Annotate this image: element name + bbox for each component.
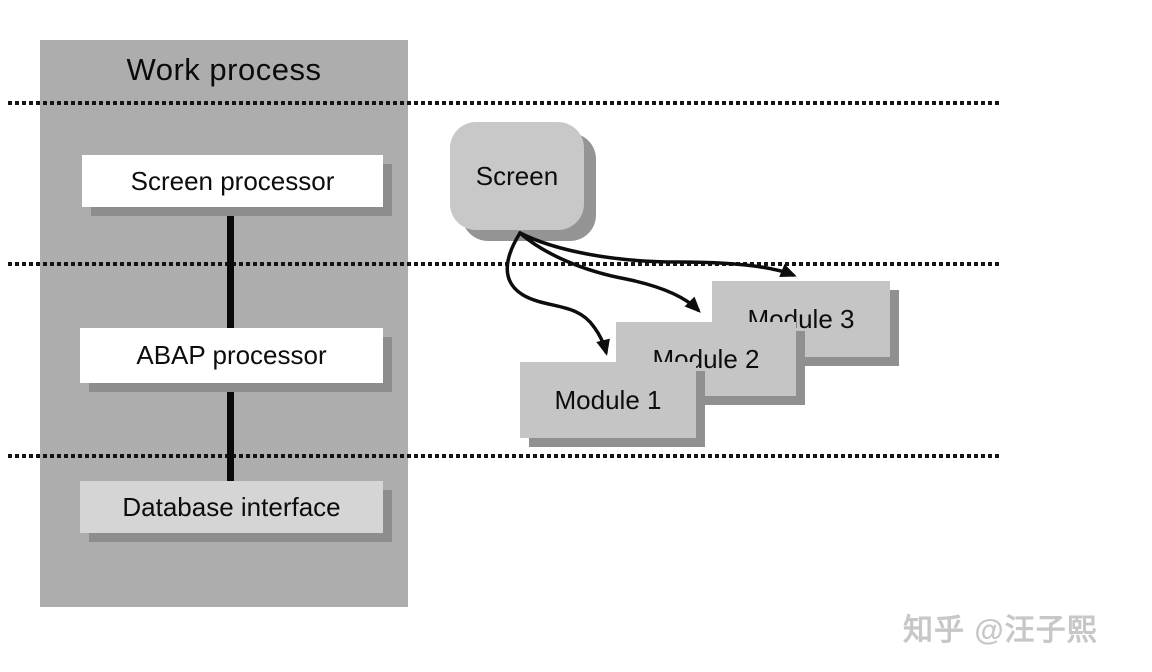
abap-processor-label: ABAP processor	[136, 340, 327, 370]
separator-line-middle	[8, 262, 1000, 266]
database-interface-box: Database interface	[80, 481, 383, 533]
arrow-screen-to-module-3	[518, 231, 797, 278]
connector-screen-to-abap	[227, 207, 234, 328]
watermark: 知乎 @汪子熙	[903, 614, 1098, 647]
connector-abap-to-database	[227, 383, 234, 481]
screen-node-label: Screen	[475, 160, 559, 191]
separator-line-top	[8, 101, 1000, 105]
module-1-box: Module 1	[520, 362, 696, 438]
separator-line-bottom	[8, 454, 1000, 458]
arrow-screen-to-module-1	[505, 231, 610, 356]
screen-processor-box: Screen processor	[82, 155, 383, 207]
arrow-screen-to-module-2	[518, 231, 701, 313]
screen-node: Screen	[450, 122, 584, 230]
module-1-label: Module 1	[554, 384, 662, 415]
panel-title: Work process	[126, 52, 322, 87]
database-interface-label: Database interface	[122, 491, 341, 522]
screen-processor-label: Screen processor	[130, 165, 335, 196]
abap-processor-box: ABAP processor	[80, 328, 383, 383]
